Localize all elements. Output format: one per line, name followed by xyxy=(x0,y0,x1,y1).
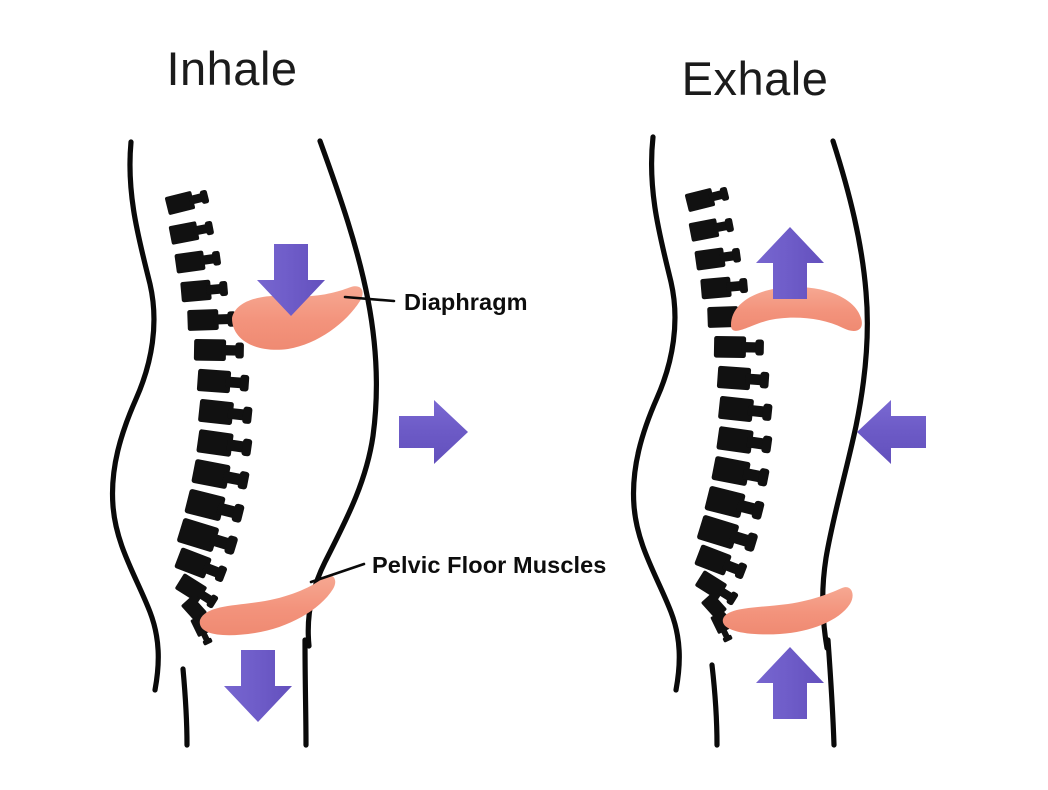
annotation-pelvic-floor: Pelvic Floor Muscles xyxy=(309,552,606,584)
back-outline-exhale xyxy=(630,134,682,693)
pelvic-floor-muscle-exhale xyxy=(722,587,853,635)
diaphragm-muscle-exhale xyxy=(731,286,862,331)
arrow-pelvic-floor-down-inhale xyxy=(224,650,292,722)
front-leg-outline-exhale xyxy=(825,637,837,748)
arrow-diaphragm-up-exhale xyxy=(756,227,824,299)
pelvic-floor-leader-line xyxy=(309,562,366,584)
diaphragm-leader-line xyxy=(343,295,396,303)
back-leg-outline-inhale xyxy=(180,666,190,748)
spine-exhale xyxy=(684,184,774,644)
front-leg-outline-inhale xyxy=(302,637,309,748)
panel-exhale: Exhale xyxy=(630,52,926,748)
arrow-ribcage-left-exhale xyxy=(857,400,926,464)
panel-title-inhale: Inhale xyxy=(166,42,297,95)
arrow-ribcage-right-inhale xyxy=(399,400,468,464)
pelvic-floor-muscle-inhale xyxy=(199,575,336,636)
diaphragm-muscle-inhale xyxy=(232,286,363,350)
panel-title-exhale: Exhale xyxy=(682,52,829,105)
spine-inhale xyxy=(164,187,254,647)
diaphragm-label: Diaphragm xyxy=(404,289,528,315)
annotation-diaphragm: Diaphragm xyxy=(343,289,528,315)
panel-inhale: Inhale xyxy=(109,42,468,748)
back-outline-inhale xyxy=(109,139,161,693)
front-outline-inhale xyxy=(305,138,380,649)
front-outline-exhale xyxy=(820,138,870,651)
pelvic-floor-label: Pelvic Floor Muscles xyxy=(372,552,606,578)
arrow-pelvic-floor-up-exhale xyxy=(756,647,824,719)
back-leg-outline-exhale xyxy=(709,662,720,748)
